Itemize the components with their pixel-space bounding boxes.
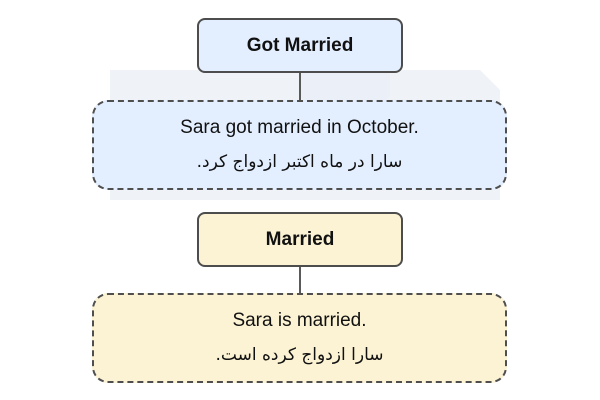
title-box-got-married: Got Married (197, 18, 403, 73)
title-box-married: Married (197, 212, 403, 267)
connector-line-1 (299, 72, 301, 102)
example-box-got-married: Sara got married in October. سارا در ماه… (92, 100, 507, 190)
connector-line-2 (299, 266, 301, 294)
title-got-married: Got Married (246, 34, 354, 56)
english-sentence-married: Sara is married. (232, 310, 367, 331)
english-sentence-got-married: Sara got married in October. (180, 117, 419, 138)
persian-sentence-married: سارا ازدواج کرده است. (215, 345, 384, 365)
persian-sentence-got-married: سارا در ماه اکتبر ازدواج کرد. (196, 152, 403, 172)
title-married: Married (265, 228, 335, 250)
example-box-married: Sara is married. سارا ازدواج کرده است. (92, 293, 507, 383)
